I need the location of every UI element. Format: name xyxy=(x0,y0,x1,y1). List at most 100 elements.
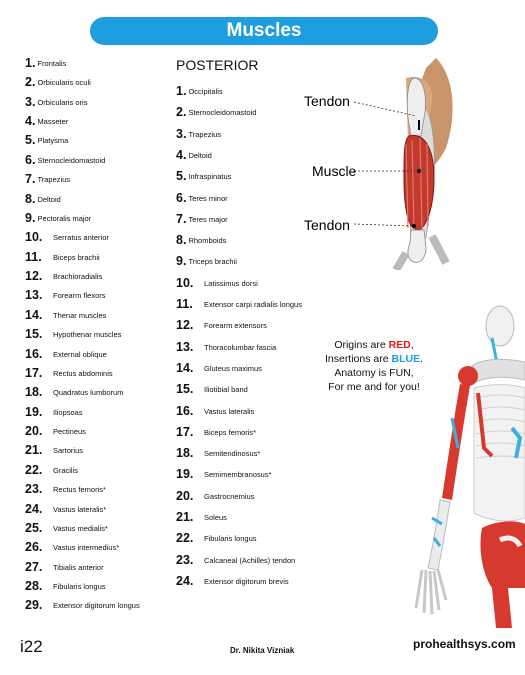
anterior-muscle-number: 10. xyxy=(25,230,43,245)
posterior-muscle-item: 5.Infraspinatus xyxy=(176,167,231,185)
anterior-muscle-label: Platysma xyxy=(37,136,69,146)
posterior-muscle-label: Fibularis longus xyxy=(204,534,257,544)
anterior-muscle-number: 11. xyxy=(25,249,42,264)
posterior-muscle-item: 6.Teres minor xyxy=(176,189,228,207)
posterior-muscle-label: Extensor carpi radialis longus xyxy=(204,300,302,309)
posterior-muscle-number: 21. xyxy=(176,510,194,524)
anterior-muscle-item: 16. External oblique xyxy=(25,345,107,363)
anterior-muscle-number: 29. xyxy=(25,598,43,613)
anterior-muscle-number: 16. xyxy=(25,346,43,361)
posterior-muscle-item: 14.Gluteus maximus xyxy=(176,359,262,377)
anterior-muscle-number: 15. xyxy=(25,327,43,342)
anterior-muscle-label: Vastus lateralis* xyxy=(53,504,107,514)
anterior-muscle-item: 14.Thenar muscles xyxy=(25,306,106,324)
anterior-muscle-label: Trapezius xyxy=(37,175,71,185)
anterior-muscle-number: 5. xyxy=(25,133,36,148)
anterior-muscle-label: Iliopsoas xyxy=(53,407,83,417)
page-number: i22 xyxy=(20,637,43,656)
biceps-muscle-shape xyxy=(403,134,435,231)
forearm-shape xyxy=(427,499,451,571)
posterior-muscle-label: Rhomboids xyxy=(188,236,227,246)
posterior-muscle-item: 9.Triceps brachii xyxy=(176,252,237,270)
posterior-muscle-item: 21.Soleus xyxy=(176,508,227,526)
website-link[interactable]: prohealthsys.com xyxy=(413,637,516,651)
anterior-muscle-item: 6.Sternocleidomastoid xyxy=(25,151,105,169)
posterior-muscle-item: 19. Semimembranosus* xyxy=(176,465,272,483)
posterior-muscle-item: 4.Deltoid xyxy=(176,146,212,164)
posterior-muscle-item: 11.Extensor carpi radialis longus xyxy=(176,295,302,313)
muscle-label: Muscle xyxy=(312,163,357,179)
anterior-muscle-item: 23.Rectus femoris* xyxy=(25,480,106,498)
anterior-muscle-label: Biceps brachii xyxy=(53,252,100,262)
posterior-muscle-number: 19. xyxy=(176,467,194,482)
anterior-muscle-item: 29.Extensor digitorum longus xyxy=(25,596,140,614)
posterior-muscle-label: Forearm extensors xyxy=(204,321,267,331)
posterior-muscle-item: 12. Forearm extensors xyxy=(176,316,267,334)
anterior-muscle-item: 19.Iliopsoas xyxy=(25,403,83,421)
note-blue-word: BLUE xyxy=(391,353,421,365)
posterior-muscle-label: Semimembranosus* xyxy=(204,470,272,480)
anterior-muscle-item: 22.Gracilis xyxy=(25,461,78,479)
posterior-muscle-number: 15. xyxy=(176,382,194,397)
anterior-muscle-number: 8. xyxy=(25,191,36,206)
posterior-muscle-label: Sternocleidomastoid xyxy=(188,108,257,118)
anterior-muscle-item: 8.Deltoid xyxy=(25,190,61,208)
anterior-muscle-label: Orbicularis oris xyxy=(37,97,88,107)
posterior-muscle-label: Deltoid xyxy=(188,150,212,160)
posterior-muscle-label: Latissimus dorsi xyxy=(204,278,258,288)
anterior-muscle-label: External oblique xyxy=(53,349,107,359)
pelvis-origin-shape xyxy=(480,521,525,588)
anterior-muscle-item: 13.Forearm flexors xyxy=(25,286,106,304)
anterior-muscle-label: Brachioradialis xyxy=(53,272,103,282)
posterior-muscle-number: 9. xyxy=(176,254,187,269)
anterior-muscle-label: Deltoid xyxy=(37,194,61,204)
anterior-muscle-number: 24. xyxy=(25,501,43,516)
posterior-muscle-item: 2.Sternocleidomastoid xyxy=(176,103,256,121)
posterior-muscle-item: 22. Fibularis longus xyxy=(176,529,257,547)
hand-bones xyxy=(414,569,448,615)
posterior-muscle-number: 1. xyxy=(176,84,187,98)
anterior-muscle-label: Hypothenar muscles xyxy=(53,330,122,340)
anterior-muscle-item: 7.Trapezius xyxy=(25,170,70,188)
anterior-muscle-number: 17. xyxy=(25,365,43,380)
anterior-muscle-label: Vastus medialis* xyxy=(53,523,108,533)
anterior-muscle-label: Masseter xyxy=(37,117,69,127)
anterior-muscle-item: 20.Pectineus xyxy=(25,422,86,440)
anterior-muscle-number: 23. xyxy=(25,482,43,497)
posterior-muscle-item: 16.Vastus lateralis xyxy=(176,402,254,420)
anterior-muscle-label: Sternocleidomastoid xyxy=(37,155,106,165)
posterior-muscle-number: 12. xyxy=(176,318,194,333)
anterior-muscle-number: 2. xyxy=(25,75,36,90)
posterior-muscle-label: Gastrocnemius xyxy=(204,491,255,501)
anterior-muscle-number: 26. xyxy=(25,540,43,555)
arm-muscle-diagram: Tendon Muscle Tendon xyxy=(304,58,453,270)
shoulder-origin xyxy=(458,366,478,386)
posterior-muscle-label: Occipitalis xyxy=(188,87,223,96)
posterior-muscle-label: Infraspinatus xyxy=(188,172,232,182)
posterior-muscle-number: 14. xyxy=(176,360,194,375)
tendon-top-shape xyxy=(406,77,426,137)
posterior-muscle-label: Triceps brachii xyxy=(188,257,237,267)
posterior-muscle-label: Semitendinosus* xyxy=(204,449,261,459)
posterior-muscle-label: Teres minor xyxy=(188,193,228,203)
anterior-muscle-number: 9. xyxy=(25,210,36,225)
posterior-muscle-item: 15.Iliotibial band xyxy=(176,380,248,398)
thigh-origin-shape xyxy=(492,588,512,628)
posterior-muscle-number: 10. xyxy=(176,275,194,290)
ribcage-shape xyxy=(473,384,525,522)
posterior-muscle-item: 18.Semitendinosus* xyxy=(176,444,260,462)
note-origins-prefix: Origins are xyxy=(334,339,389,351)
posterior-muscle-item: 20.Gastrocnemius xyxy=(176,487,254,505)
posterior-muscle-number: 7. xyxy=(176,211,187,226)
anterior-muscle-item: 9.Pectoralis major xyxy=(25,209,91,227)
anterior-muscle-label: Orbicularis oculi xyxy=(37,78,91,88)
anterior-muscle-label: Tibialis anterior xyxy=(53,562,104,572)
anterior-muscle-item: 27.Tibialis anterior xyxy=(25,558,104,576)
anterior-muscle-item: 26.Vastus intermedius* xyxy=(25,538,119,556)
posterior-muscle-item: 7.Teres major xyxy=(176,210,228,228)
anterior-muscle-number: 1. xyxy=(25,56,36,70)
posterior-muscle-number: 22. xyxy=(176,531,194,546)
posterior-muscle-number: 17. xyxy=(176,424,194,439)
anterior-muscle-item: 4.Masseter xyxy=(25,112,68,130)
posterior-muscle-label: Calcaneal (Achilles) tendon xyxy=(204,555,296,565)
